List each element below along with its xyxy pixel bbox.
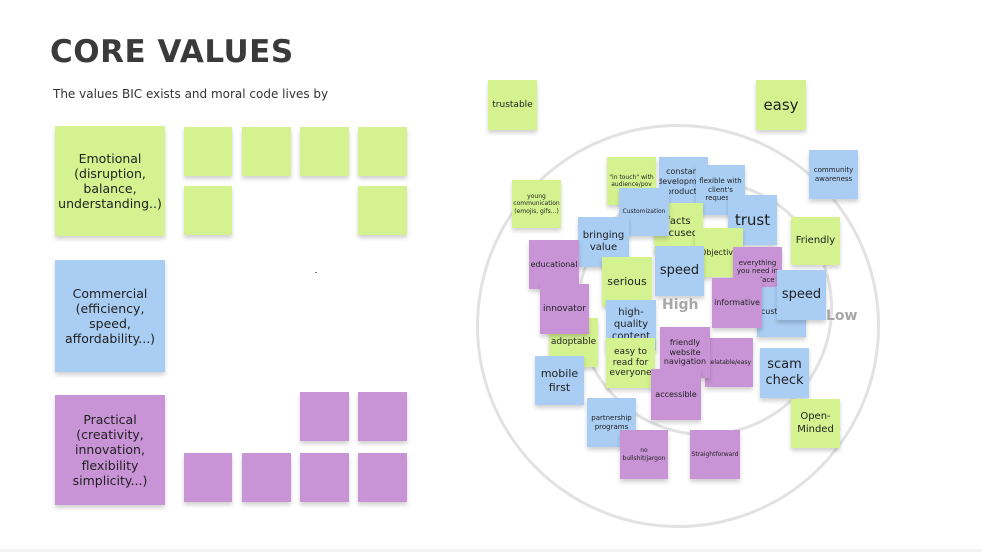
empty-sticky-note[interactable] xyxy=(242,127,291,176)
note-trustable[interactable]: trustable xyxy=(488,80,537,130)
empty-sticky-note[interactable] xyxy=(242,453,291,502)
note-straightforward[interactable]: Straightforward xyxy=(690,430,740,479)
empty-sticky-note[interactable] xyxy=(358,392,407,441)
note-informative[interactable]: informative xyxy=(712,278,762,328)
note-speed[interactable]: speed xyxy=(655,246,704,296)
outer-ring xyxy=(476,124,880,528)
category-emotional[interactable]: Emotional (disruption, balance, understa… xyxy=(55,126,165,236)
empty-sticky-note[interactable] xyxy=(184,186,232,235)
empty-sticky-note[interactable] xyxy=(184,453,232,502)
empty-sticky-note[interactable] xyxy=(358,127,407,176)
note-speed-2[interactable]: speed xyxy=(777,270,826,320)
page-title: CORE VALUES xyxy=(50,34,294,70)
note-no-bullshit[interactable]: no bullshit/jargon xyxy=(620,430,668,479)
empty-sticky-note[interactable] xyxy=(300,453,349,502)
note-young-communication[interactable]: young communication (emojis, gifs...) xyxy=(512,180,561,228)
bottom-divider xyxy=(0,549,982,552)
note-trust[interactable]: trust xyxy=(728,195,777,245)
category-practical[interactable]: Practical (creativity, innovation, flexi… xyxy=(55,395,165,505)
label-low: Low xyxy=(826,308,858,324)
canvas-dot xyxy=(315,272,317,273)
note-friendly[interactable]: Friendly xyxy=(791,217,840,265)
note-relatable[interactable]: Relatable/easy xyxy=(705,338,753,387)
note-innovator[interactable]: innovator xyxy=(540,284,589,334)
note-serious[interactable]: serious xyxy=(602,257,652,306)
page-subtitle: The values BIC exists and moral code liv… xyxy=(53,87,329,101)
note-scam-check[interactable]: scam check xyxy=(760,348,809,398)
empty-sticky-note[interactable] xyxy=(300,127,349,176)
note-accessible[interactable]: accessible xyxy=(651,369,701,420)
note-easy[interactable]: easy xyxy=(756,80,806,130)
note-educational[interactable]: educational xyxy=(529,240,579,289)
category-commercial[interactable]: Commercial (efficiency, speed, affordabi… xyxy=(55,260,165,372)
label-high: High xyxy=(662,297,699,313)
note-easy-to-read[interactable]: easy to read for everyone xyxy=(606,338,655,388)
empty-sticky-note[interactable] xyxy=(358,453,407,502)
empty-sticky-note[interactable] xyxy=(358,186,407,235)
note-community-awareness[interactable]: community awareness xyxy=(809,150,858,199)
empty-sticky-note[interactable] xyxy=(300,392,349,441)
empty-sticky-note[interactable] xyxy=(184,127,232,176)
note-mobile-first[interactable]: mobile first xyxy=(535,356,584,405)
note-open-minded[interactable]: Open-Minded xyxy=(791,399,840,448)
